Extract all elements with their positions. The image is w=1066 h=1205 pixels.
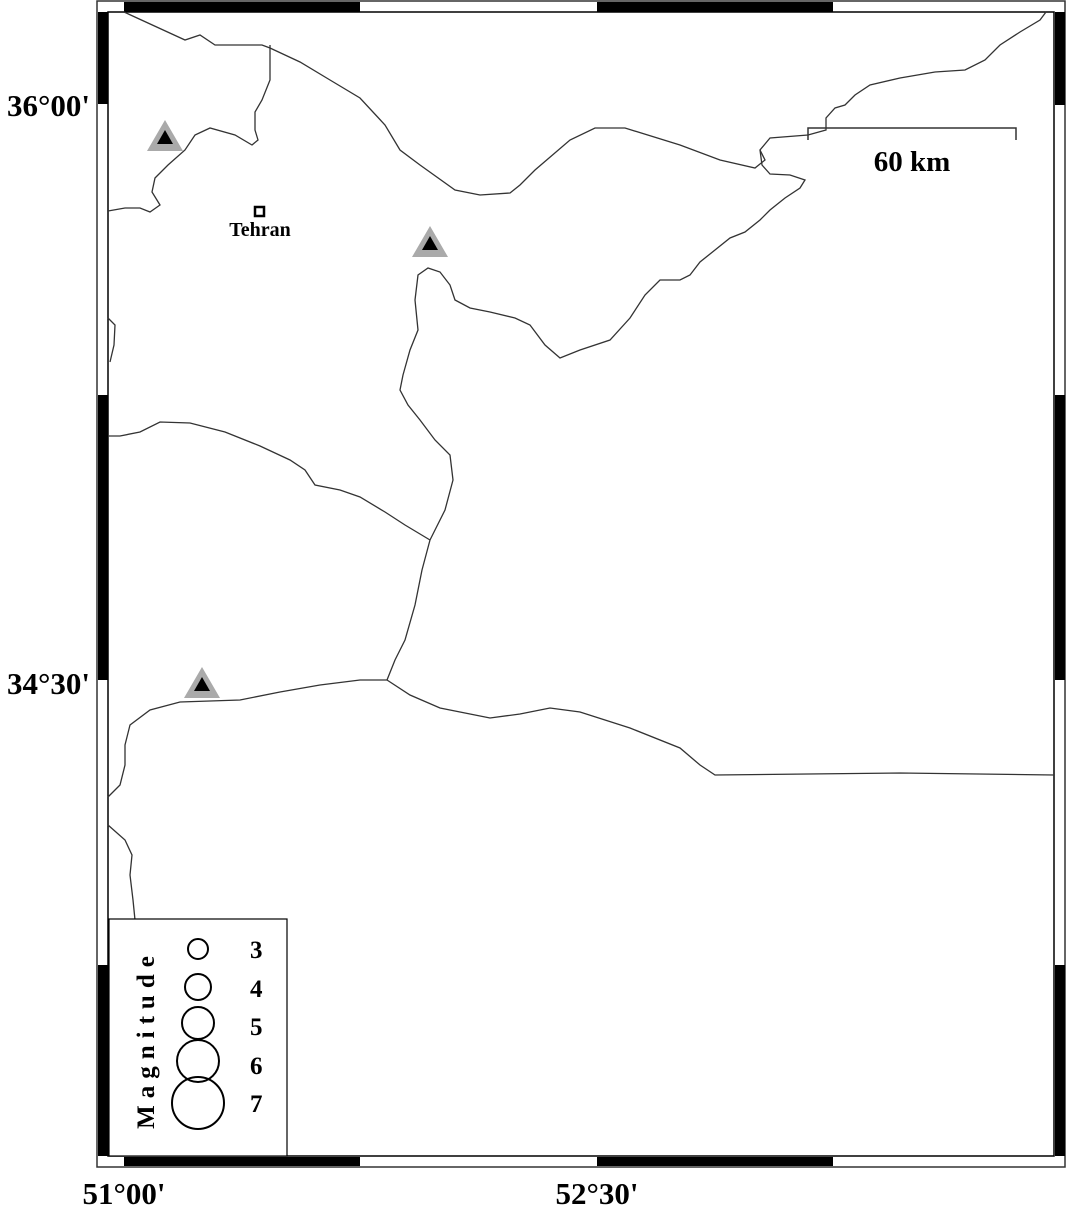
legend-circle-7 — [171, 1076, 225, 1130]
legend-title: Magnitude — [133, 949, 160, 1129]
scale-bar: 60 km — [807, 127, 1017, 178]
legend-label: 4 — [250, 976, 263, 1003]
lat-label: 36°00' — [7, 88, 90, 123]
city-marker-icon — [253, 205, 266, 218]
border-line — [386, 539, 431, 681]
city-label: Tehran — [229, 219, 291, 241]
border-line — [399, 149, 806, 541]
lon-label: 51°00' — [82, 1176, 165, 1205]
border-line — [107, 679, 387, 798]
legend-label: 7 — [250, 1091, 263, 1118]
border-line — [123, 11, 1047, 196]
border-line — [107, 824, 136, 921]
scale-bar-label: 60 km — [874, 146, 951, 178]
legend-label: 6 — [250, 1053, 263, 1080]
border-line — [108, 421, 431, 541]
lon-label: 52°30' — [555, 1176, 638, 1205]
border-line — [107, 45, 271, 213]
province-borders — [107, 11, 1055, 921]
lat-label: 34°30' — [7, 666, 90, 701]
station-marker[interactable] — [184, 667, 220, 698]
magnitude-legend: Magnitude 3 4 5 6 7 — [108, 918, 288, 1157]
station-marker[interactable] — [147, 120, 183, 151]
legend-label: 3 — [250, 937, 263, 964]
border-line — [107, 317, 116, 363]
legend-label: 5 — [250, 1014, 263, 1041]
station-marker[interactable] — [412, 226, 448, 257]
border-line — [386, 679, 1055, 776]
city-tehran[interactable]: Tehran — [229, 205, 291, 241]
legend-circle-4 — [184, 973, 212, 1001]
legend-circle-6 — [176, 1039, 220, 1083]
legend-circle-3 — [187, 938, 209, 960]
